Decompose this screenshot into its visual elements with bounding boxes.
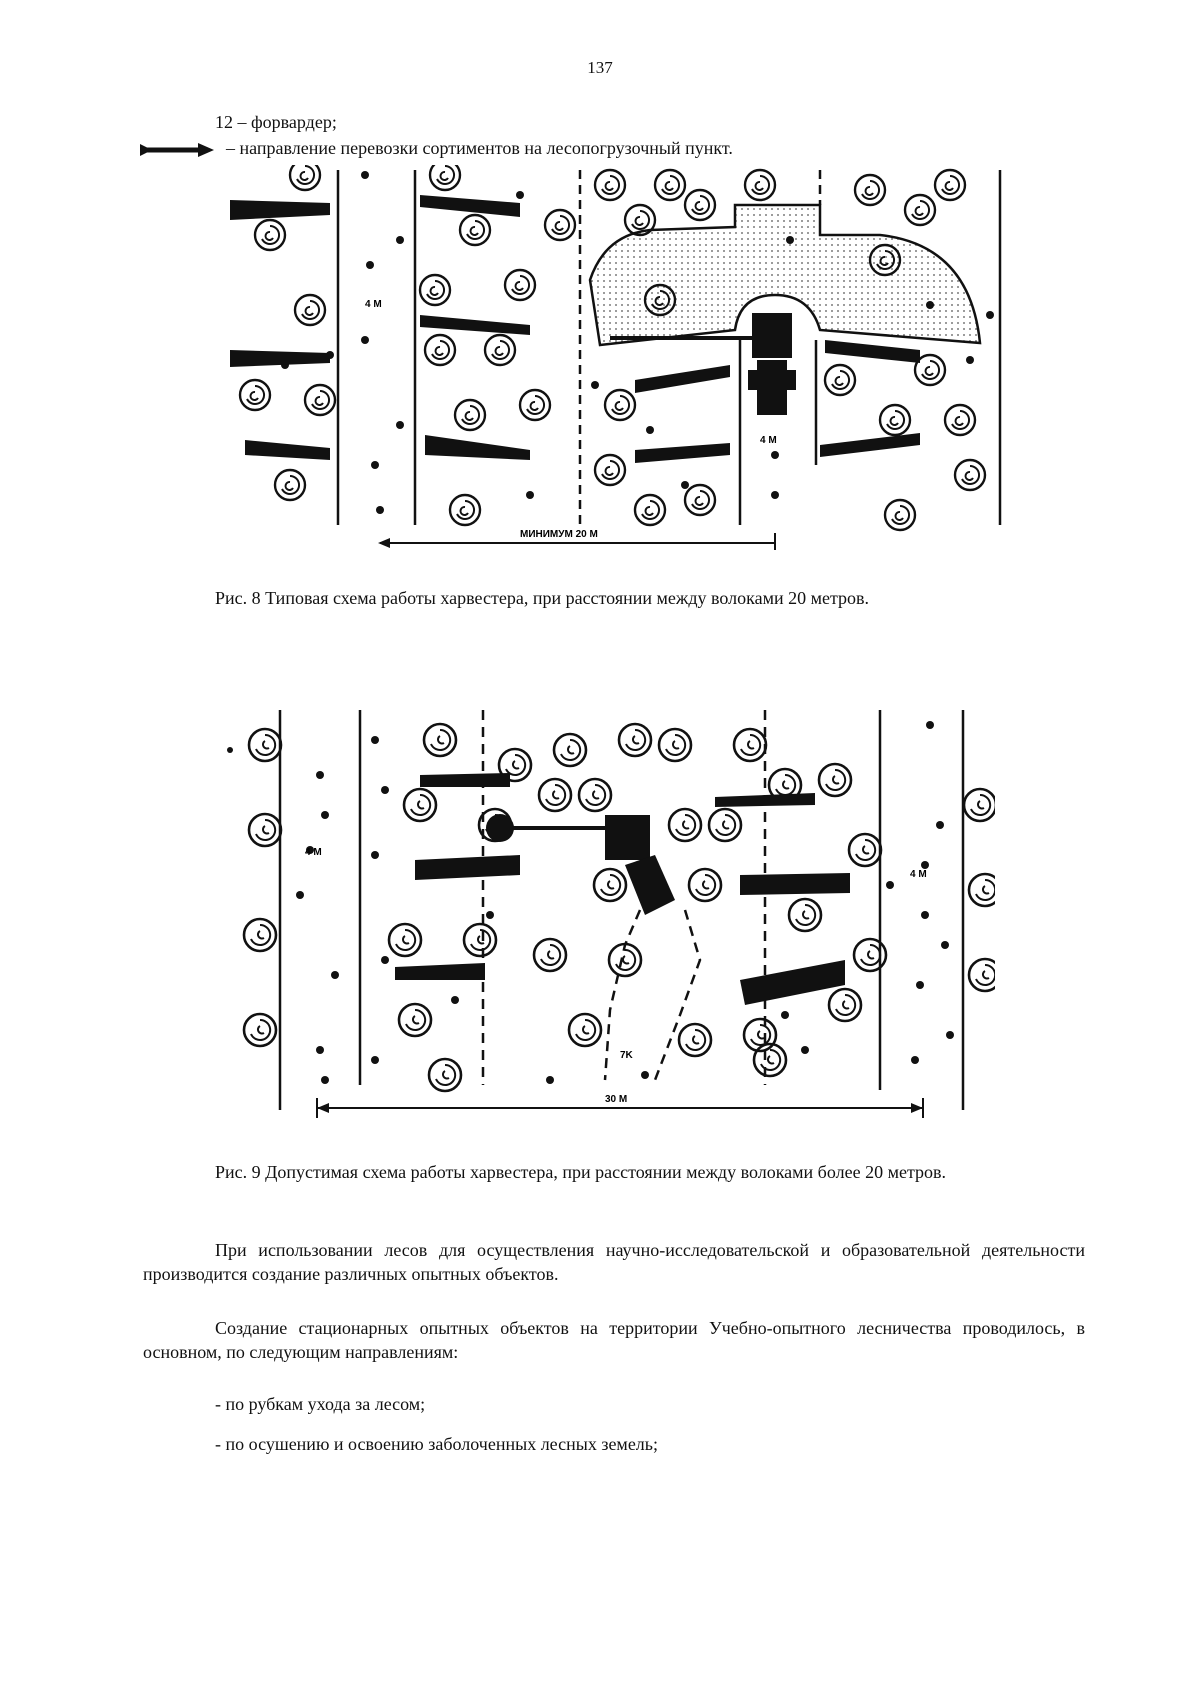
tree-symbols <box>244 724 995 1091</box>
label-4m-left: 4 M <box>305 847 322 858</box>
arrow-icon <box>138 142 216 158</box>
paragraph-stationary-objects: Создание стационарных опытных объектов н… <box>143 1316 1085 1365</box>
label-4m-right: 4 M <box>760 435 777 446</box>
page-number: 137 <box>0 58 1200 78</box>
forwarder-path <box>655 910 700 1080</box>
label-4m-right: 4 M <box>910 869 927 880</box>
figure-9-caption: Рис. 9 Допустимая схема работы харвестер… <box>143 1160 1085 1184</box>
figure-8-caption: Рис. 8 Типовая схема работы харвестера, … <box>143 586 1085 610</box>
list-item-drainage: - по осушению и освоению заболоченных ле… <box>143 1432 1085 1456</box>
label-7k: 7K <box>620 1050 634 1061</box>
label-distance: 30 M <box>605 1094 627 1105</box>
list-item-thinning: - по рубкам ухода за лесом; <box>143 1392 1085 1416</box>
legend-item-forwarder: 12 – форвардер; <box>215 112 337 133</box>
label-4m-left: 4 M <box>365 299 382 310</box>
legend-item-arrow-direction: – направление перевозки сортиментов на л… <box>226 138 733 159</box>
figure-9-harvester-scheme: 4 M 4 M 7K 30 M <box>225 705 995 1125</box>
figure-8-harvester-scheme: 4 M 4 M МИНИМУМ 20 М <box>230 165 1010 560</box>
paragraph-research-objects: При использовании лесов для осуществлени… <box>143 1238 1085 1287</box>
label-distance: МИНИМУМ 20 М <box>520 529 598 540</box>
